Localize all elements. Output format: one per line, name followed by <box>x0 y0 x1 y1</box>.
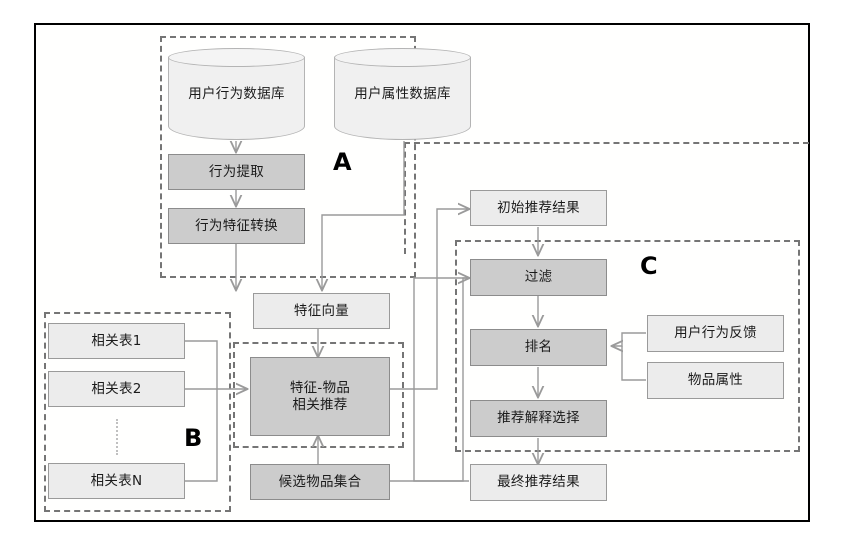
node-relation-table-1[interactable]: 相关表1 <box>48 323 185 359</box>
group-b-dashed-box <box>44 312 231 512</box>
node-initial-recommend-result[interactable]: 初始推荐结果 <box>470 190 607 226</box>
cylinder-body <box>334 57 471 140</box>
node-ranking[interactable]: 排名 <box>470 329 607 366</box>
node-label: 用户行为数据库 <box>188 85 285 102</box>
cylinder-top <box>334 48 471 67</box>
group-profile-dashed-box <box>404 142 809 322</box>
node-feature-item-recommend[interactable]: 特征-物品 相关推荐 <box>250 357 390 436</box>
node-user-behavior-feedback[interactable]: 用户行为反馈 <box>647 315 784 352</box>
node-behavior-feature-transform[interactable]: 行为特征转换 <box>168 208 305 244</box>
node-recommend-explanation-select[interactable]: 推荐解释选择 <box>470 400 607 437</box>
ellipsis-dots <box>116 419 120 455</box>
node-item-attribute[interactable]: 物品属性 <box>647 362 784 399</box>
node-label-line-1: 特征-物品 <box>289 379 351 396</box>
node-label-line-2: 相关推荐 <box>292 396 348 413</box>
node-feature-vector[interactable]: 特征向量 <box>253 293 390 329</box>
cylinder-top <box>168 48 305 67</box>
group-profile-dashed-left <box>404 142 406 254</box>
node-behavior-extraction[interactable]: 行为提取 <box>168 154 305 190</box>
node-relation-table-2[interactable]: 相关表2 <box>48 371 185 407</box>
node-filter[interactable]: 过滤 <box>470 259 607 296</box>
node-label: 用户属性数据库 <box>354 85 451 102</box>
node-user-profile-db[interactable]: 用户属性数据库 <box>334 48 471 140</box>
node-user-behavior-db[interactable]: 用户行为数据库 <box>168 48 305 140</box>
group-label-b: B <box>184 424 203 452</box>
group-label-a: A <box>333 148 352 176</box>
node-final-recommend-result[interactable]: 最终推荐结果 <box>470 464 607 501</box>
node-relation-table-n[interactable]: 相关表N <box>48 463 185 499</box>
node-candidate-item-set[interactable]: 候选物品集合 <box>250 464 390 500</box>
group-a-dashed-box <box>160 36 416 278</box>
group-label-c: C <box>640 252 658 280</box>
